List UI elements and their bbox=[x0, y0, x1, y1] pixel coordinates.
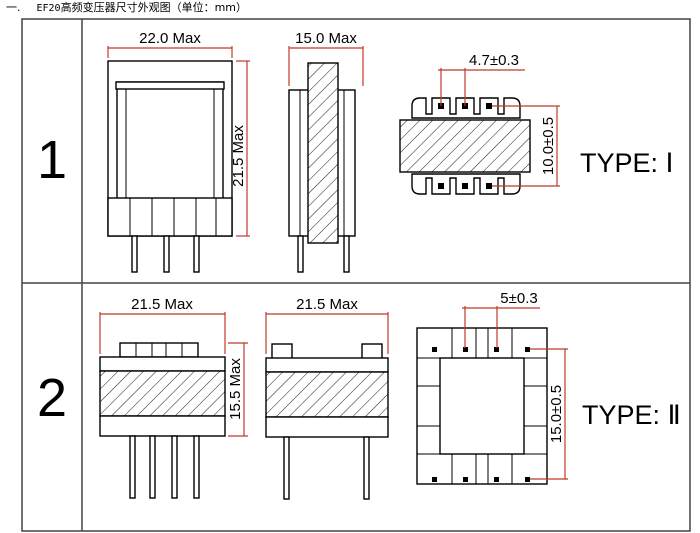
row-1-height-label: 21.5 Max bbox=[230, 125, 247, 187]
row-2-index: 2 bbox=[37, 368, 67, 428]
row-2-width-label: 21.5 Max bbox=[131, 296, 193, 313]
caption-text: 高频变压器尺寸外观图（单位：mm） bbox=[60, 1, 248, 14]
row-2-front-dimensions bbox=[99, 312, 248, 437]
row-2-height-label: 15.5 Max bbox=[227, 358, 244, 420]
transformer-drawing: 1 22.0 Max 21.5 Max bbox=[21, 18, 691, 532]
page-caption: 一. EF20高频变压器尺寸外观图（单位：mm） bbox=[6, 0, 247, 16]
row-2-span-label: 15.0±0.5 bbox=[548, 385, 565, 443]
row-1-bottom-dimensions bbox=[438, 68, 560, 187]
row-2-pitch-label: 5±0.3 bbox=[500, 290, 537, 307]
caption-model: EF20 bbox=[36, 3, 61, 14]
row-1-side-view bbox=[288, 62, 356, 273]
row-1-depth-label: 15.0 Max bbox=[295, 30, 357, 47]
row-1-front-view bbox=[107, 60, 233, 273]
row-1-front-dimensions bbox=[107, 46, 250, 237]
caption-number: 一. bbox=[6, 1, 21, 14]
row-2-side-dimensions bbox=[265, 312, 389, 354]
row-2-bottom-dimensions bbox=[462, 306, 568, 480]
row-1-index: 1 bbox=[37, 130, 67, 190]
row-1-type-label: TYPE: Ⅰ bbox=[580, 148, 674, 178]
row-2-front-view bbox=[99, 342, 226, 499]
row-2-depth-label: 21.5 Max bbox=[296, 296, 358, 313]
row-1-width-label: 22.0 Max bbox=[139, 30, 201, 47]
row-1-side-dimensions bbox=[288, 46, 364, 86]
row-1-span-label: 10.0±0.5 bbox=[540, 117, 557, 175]
row-2-bottom-view bbox=[416, 327, 548, 485]
row-1-bottom-view bbox=[399, 97, 531, 195]
row-1-pitch-label: 4.7±0.3 bbox=[469, 52, 519, 69]
table-frame bbox=[21, 18, 691, 532]
row-2-type-label: TYPE: Ⅱ bbox=[582, 400, 681, 430]
row-2-side-view bbox=[265, 343, 389, 500]
